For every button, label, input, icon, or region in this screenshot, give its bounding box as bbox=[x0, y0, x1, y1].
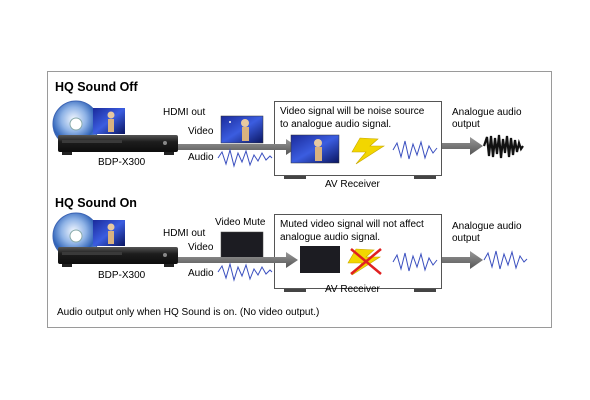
blocked-noise-icon bbox=[347, 248, 382, 276]
receiver-foot bbox=[284, 176, 306, 179]
blu-ray-player-icon bbox=[58, 135, 178, 155]
audio-wave-icon bbox=[392, 252, 438, 272]
hdmi-out-label: HDMI out bbox=[163, 107, 206, 118]
noise-lightning-icon bbox=[351, 137, 386, 165]
audio-wave-icon bbox=[217, 262, 273, 282]
section-title-hq-sound-on: HQ Sound On bbox=[55, 196, 137, 210]
receiver-foot bbox=[284, 289, 306, 292]
audio-label: Audio bbox=[188, 268, 214, 279]
footnote: Audio output only when HQ Sound is on. (… bbox=[57, 307, 320, 318]
noisy-audio-wave-icon bbox=[482, 134, 524, 159]
analogue-output-label: output bbox=[452, 233, 480, 244]
receiver-message-line2: to analogue audio signal. bbox=[280, 119, 392, 130]
video-label: Video bbox=[188, 242, 214, 253]
hdmi-arrow bbox=[178, 252, 298, 268]
clean-audio-wave-icon bbox=[483, 250, 528, 270]
av-receiver-label: AV Receiver bbox=[325, 284, 380, 295]
audio-label: Audio bbox=[188, 152, 214, 163]
receiver-message-line1: Muted video signal will not affect bbox=[280, 219, 424, 230]
hdmi-out-label: HDMI out bbox=[163, 228, 206, 239]
receiver-message-line1: Video signal will be noise source bbox=[280, 106, 425, 117]
video-label: Video bbox=[188, 126, 214, 137]
muted-video-frame bbox=[300, 246, 340, 273]
analogue-output-label: Analogue audio bbox=[452, 107, 522, 118]
concert-thumbnail-icon bbox=[93, 220, 125, 246]
player-model-label: BDP-X300 bbox=[98, 270, 146, 281]
output-arrow bbox=[442, 137, 483, 155]
receiver-foot bbox=[414, 176, 436, 179]
analogue-output-label: Analogue audio bbox=[452, 221, 522, 232]
output-arrow bbox=[442, 251, 483, 269]
receiver-foot bbox=[414, 289, 436, 292]
concert-thumbnail-icon bbox=[93, 108, 125, 134]
player-model-label: BDP-X300 bbox=[98, 157, 146, 168]
analogue-output-label: output bbox=[452, 119, 480, 130]
video-frame-icon bbox=[220, 115, 264, 144]
av-receiver-label: AV Receiver bbox=[325, 179, 380, 190]
blu-ray-player-icon bbox=[58, 247, 178, 267]
muted-video-frame bbox=[220, 231, 264, 260]
hdmi-arrow bbox=[178, 139, 298, 155]
section-title-hq-sound-off: HQ Sound Off bbox=[55, 80, 138, 94]
receiver-message-line2: analogue audio signal. bbox=[280, 232, 381, 243]
video-mute-label: Video Mute bbox=[215, 217, 266, 228]
audio-wave-icon bbox=[217, 148, 273, 168]
audio-wave-icon bbox=[392, 140, 438, 160]
video-frame-icon bbox=[290, 134, 340, 164]
